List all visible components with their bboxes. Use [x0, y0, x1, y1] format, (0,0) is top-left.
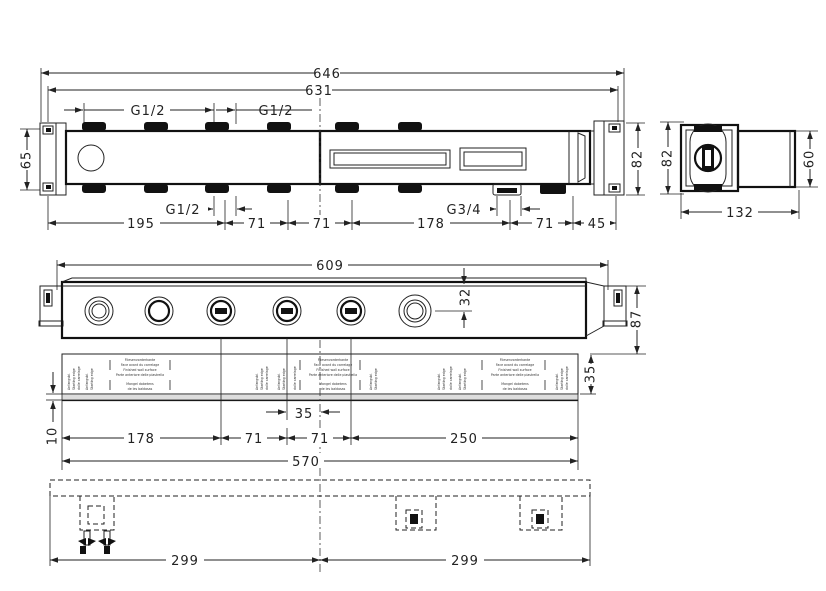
- svg-text:Parte anteriore delle piastrel: Parte anteriore delle piastrella: [116, 373, 164, 377]
- thread-label-left-1: G1/2: [131, 104, 166, 119]
- svg-text:dalle carrelage: dalle carrelage: [265, 366, 269, 390]
- dim-250: 250: [450, 432, 478, 447]
- dim-195: 195: [127, 217, 155, 232]
- connection-fittings: [78, 530, 116, 554]
- dim-82-top: 82: [631, 150, 646, 169]
- dim-609: 609: [316, 259, 344, 274]
- svg-text:Fliesenvorderkante: Fliesenvorderkante: [318, 358, 349, 362]
- dim-178-top: 178: [417, 217, 445, 232]
- svg-text:Face avant du carrelage: Face avant du carrelage: [121, 363, 159, 367]
- svg-text:dalle carrelage: dalle carrelage: [565, 366, 569, 390]
- svg-text:Fliesenvorderkante: Fliesenvorderkante: [125, 358, 156, 362]
- dim-10: 10: [46, 427, 61, 446]
- control-slot-2: [459, 147, 527, 171]
- dim-178-front: 178: [127, 432, 155, 447]
- svg-text:Starting edge: Starting edge: [90, 368, 94, 390]
- svg-text:Fliesenvorderkante: Fliesenvorderkante: [500, 358, 531, 362]
- svg-text:de les baldosas: de les baldosas: [321, 387, 346, 391]
- housing-right-module: [318, 129, 592, 186]
- dim-132: 132: [726, 206, 754, 221]
- svg-text:Starting edge: Starting edge: [463, 368, 467, 390]
- bottom-ports: [82, 183, 566, 196]
- label-vertical-texts: Anfangsbl. Starting edge dalle carrelage…: [67, 366, 569, 390]
- svg-text:dalle carrelage: dalle carrelage: [77, 366, 81, 390]
- dim-71-front-b: 71: [311, 432, 330, 447]
- dim-82-side: 82: [661, 149, 676, 168]
- svg-text:Starting edge: Starting edge: [72, 368, 76, 390]
- mounting-bracket-right: [593, 120, 625, 196]
- svg-text:de les baldosas: de les baldosas: [503, 387, 528, 391]
- dim-646: 646: [313, 67, 341, 82]
- svg-text:Anfangsbl.: Anfangsbl.: [85, 373, 89, 390]
- dim-299-right: 299: [451, 554, 479, 569]
- dim-87: 87: [630, 310, 645, 329]
- label-strip-arrows: [109, 360, 546, 390]
- svg-text:Parte anteriore delle piastrel: Parte anteriore delle piastrella: [309, 373, 357, 377]
- hidden-box-center: [395, 496, 437, 531]
- side-view: 82 60 132: [660, 121, 818, 221]
- dim-299-left: 299: [171, 554, 199, 569]
- svg-text:Face avant du carrelage: Face avant du carrelage: [496, 363, 534, 367]
- svg-text:Starting edge: Starting edge: [442, 368, 446, 390]
- svg-text:Anfangsbl.: Anfangsbl.: [67, 373, 71, 390]
- svg-text:Finished wall surface: Finished wall surface: [498, 368, 531, 372]
- thread-label-bottom: G1/2: [166, 203, 201, 218]
- label-block-3: Fliesenvorderkante Face avant du carrela…: [491, 358, 539, 391]
- dim-45: 45: [588, 217, 607, 232]
- dim-65: 65: [20, 151, 35, 170]
- valve-knob: [77, 144, 105, 172]
- front-housing: [60, 280, 588, 340]
- label-block-2: Fliesenvorderkante Face avant du carrela…: [309, 358, 357, 391]
- control-slot-1: [329, 149, 451, 169]
- top-view: 646 631 G1/2 G1/2 65 82: [20, 65, 646, 232]
- dim-35-offset: 35: [295, 407, 314, 422]
- svg-text:Starting edge: Starting edge: [374, 368, 378, 390]
- svg-text:dalle carrelage: dalle carrelage: [293, 366, 297, 390]
- svg-text:Mangel dobetens: Mangel dobetens: [501, 382, 529, 386]
- hidden-box-right: [519, 496, 563, 531]
- extension-sleeve: [736, 129, 797, 189]
- svg-text:Mangel dobetens: Mangel dobetens: [319, 382, 347, 386]
- recess-outline: [49, 479, 591, 497]
- svg-text:Starting edge: Starting edge: [260, 368, 264, 390]
- svg-text:de les baldosas: de les baldosas: [128, 387, 153, 391]
- dim-71-c: 71: [536, 217, 555, 232]
- dim-71-a: 71: [248, 217, 267, 232]
- dim-570: 570: [292, 455, 320, 470]
- svg-text:Anfangsbl.: Anfangsbl.: [555, 373, 559, 390]
- thread-label-outlet: G3/4: [447, 203, 482, 218]
- svg-text:Starting edge: Starting edge: [282, 368, 286, 390]
- svg-text:Finished wall surface: Finished wall surface: [123, 368, 156, 372]
- dim-32: 32: [459, 288, 474, 307]
- svg-text:Finished wall surface: Finished wall surface: [316, 368, 349, 372]
- thread-label-left-2: G1/2: [259, 104, 294, 119]
- svg-text:Parte anteriore delle piastrel: Parte anteriore delle piastrella: [491, 373, 539, 377]
- dim-60: 60: [803, 150, 818, 169]
- svg-text:Mangel dobetens: Mangel dobetens: [126, 382, 154, 386]
- svg-text:dalle carrelage: dalle carrelage: [449, 366, 453, 390]
- svg-text:Anfangsbl.: Anfangsbl.: [255, 373, 259, 390]
- svg-text:Starting edge: Starting edge: [560, 368, 564, 390]
- front-view: 609 32 87: [38, 257, 646, 572]
- dim-71-front-a: 71: [245, 432, 264, 447]
- svg-text:Anfangsbl.: Anfangsbl.: [437, 373, 441, 390]
- dim-71-b: 71: [313, 217, 332, 232]
- dim-631: 631: [305, 84, 333, 99]
- bottom-view: 299 299: [49, 479, 591, 569]
- svg-text:Anfangsbl.: Anfangsbl.: [369, 373, 373, 390]
- svg-text:Anfangsbl.: Anfangsbl.: [458, 373, 462, 390]
- dim-35-right: 35: [584, 365, 599, 384]
- svg-text:Anfangsbl.: Anfangsbl.: [277, 373, 281, 390]
- port-circles: [84, 294, 432, 328]
- top-ports: [82, 122, 422, 131]
- svg-text:Face avant du carrelage: Face avant du carrelage: [314, 363, 352, 367]
- label-block-1: Fliesenvorderkante Face avant du carrela…: [116, 358, 164, 391]
